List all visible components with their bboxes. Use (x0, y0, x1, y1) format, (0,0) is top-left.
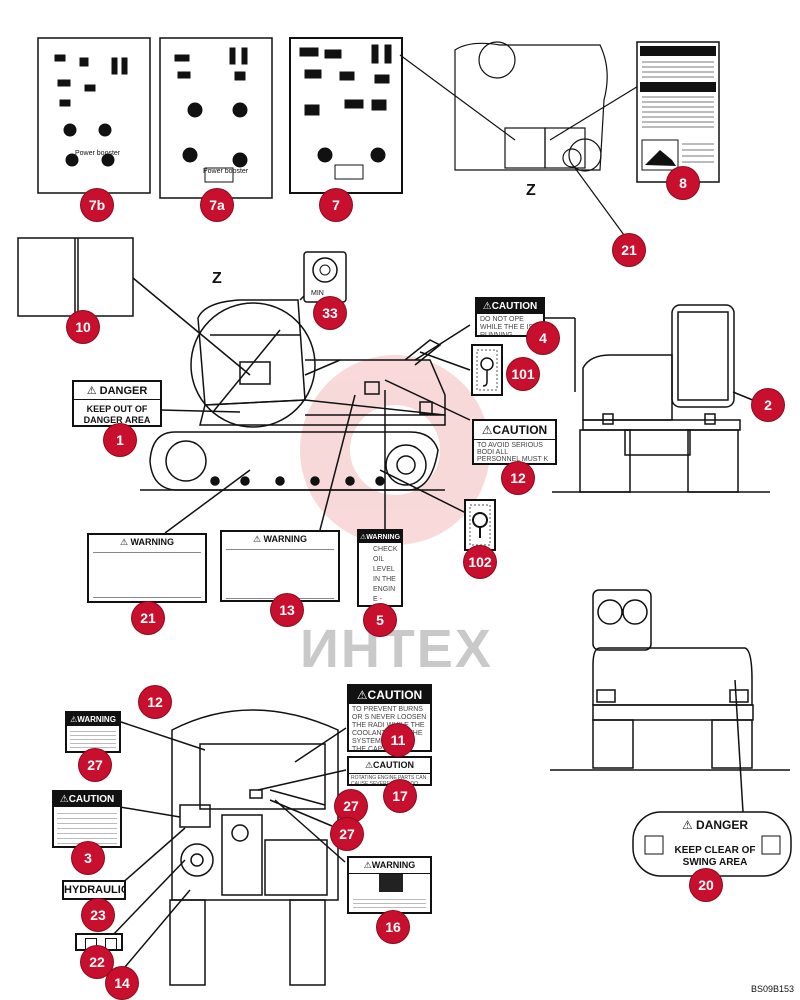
callout-102: 102 (464, 546, 496, 578)
warning-decal-16-head: ⚠WARNING (349, 858, 430, 874)
decal-101-hook (471, 344, 503, 396)
warning-decal-5-text: CHECK OIL LEVEL IN THE ENGINE -DAILY- (373, 546, 398, 603)
decal-10-panel (17, 237, 251, 376)
danger-decal-20-text: KEEP CLEAR OF SWING AREA (674, 845, 756, 868)
warning-decal-5: ⚠WARNING CHECK OIL LEVEL IN THE ENGINE -… (357, 529, 403, 607)
caution-decal-12: ⚠CAUTION TO AVOID SERIOUS BODI ALL PERSO… (472, 419, 557, 465)
min-mark: MIN (311, 290, 324, 297)
caution-decal-12-text: TO AVOID SERIOUS BODI ALL PERSONNEL MUST… (477, 442, 549, 463)
callout-4: 4 (527, 322, 559, 354)
hydraulic-decal-23: HYDRAULIC (62, 880, 126, 900)
callout-1: 1 (104, 424, 136, 456)
callout-10: 10 (67, 311, 99, 343)
warning-caution-decal-8 (636, 41, 720, 183)
callout-27-right-upper: 27 (335, 790, 367, 822)
power-booster-text-7b: Power booster (75, 150, 121, 157)
warning-decal-13-head: ⚠ WARNING (222, 532, 338, 547)
danger-decal-1-text: KEEP OUT OF DANGER AREA (83, 404, 151, 425)
drawing-code: BS09B153 (750, 984, 794, 994)
decal-sheet-7b (37, 37, 151, 194)
callout-2: 2 (752, 389, 784, 421)
callout-21-mid: 21 (132, 602, 164, 634)
decal-102-hook (464, 499, 496, 551)
callout-16: 16 (377, 911, 409, 943)
caution-decal-17: ⚠CAUTION ROTATING ENGINE PARTS CAN CAUSE… (347, 756, 432, 786)
callout-13: 13 (271, 594, 303, 626)
excavator-rear-view (550, 589, 790, 813)
caution-decal-4: ⚠CAUTION DO NOT OPE WHILE THE E IS RUNNI… (475, 297, 545, 337)
caution-decal-12-head: ⚠CAUTION (474, 421, 555, 440)
callout-33: 33 (314, 297, 346, 329)
callout-23: 23 (82, 899, 114, 931)
watermark-text: ИНТЕХ (300, 619, 493, 679)
callout-7b: 7b (81, 189, 113, 221)
warning-decal-5-head: ⚠WARNING (359, 531, 401, 543)
warning-decal-21: ⚠ WARNING (87, 533, 207, 603)
warning-decal-27: ⚠WARNING (65, 711, 121, 753)
view-tag-z-mid: Z (212, 270, 222, 287)
callout-27-left: 27 (79, 749, 111, 781)
excavator-top-rear-view (109, 709, 347, 986)
callout-7: 7 (320, 189, 352, 221)
danger-decal-1: ⚠ DANGER KEEP OUT OF DANGER AREA (72, 380, 162, 427)
callout-17: 17 (384, 780, 416, 812)
callout-14: 14 (106, 967, 138, 999)
danger-decal-1-head: ⚠ DANGER (74, 382, 160, 400)
callout-101: 101 (507, 358, 539, 390)
decal-sheet-7 (289, 37, 403, 194)
warning-decal-27-head: ⚠WARNING (67, 713, 119, 726)
callout-12-bottom: 12 (139, 686, 171, 718)
callout-20: 20 (690, 869, 722, 901)
callout-22: 22 (81, 946, 113, 978)
callout-27-right-lower: 27 (331, 818, 363, 850)
caution-decal-17-head: ⚠CAUTION (349, 758, 430, 774)
view-tag-z-top: Z (526, 182, 536, 199)
warning-decal-16: ⚠WARNING (347, 856, 432, 914)
hydraulic-decal-text: HYDRAULIC (64, 884, 126, 896)
callout-3: 3 (72, 842, 104, 874)
callout-12-mid: 12 (502, 462, 534, 494)
cab-view-z (399, 41, 641, 236)
excavator-side-view (140, 261, 576, 535)
warning-decal-21-head: ⚠ WARNING (89, 535, 205, 550)
callout-7a: 7a (201, 189, 233, 221)
caution-decal-3-head: ⚠CAUTION (54, 792, 120, 807)
danger-decal-20-head: ⚠ DANGER (681, 818, 749, 832)
caution-decal-4-head: ⚠CAUTION (477, 299, 543, 314)
power-booster-text-7a: Power booster (203, 168, 249, 175)
warning-decal-13: ⚠ WARNING (220, 530, 340, 602)
callout-8: 8 (667, 167, 699, 199)
caution-decal-4-text: DO NOT OPE WHILE THE E IS RUNNING (480, 316, 534, 337)
watermark-logo (300, 355, 490, 545)
caution-decal-11-head: ⚠CAUTION (349, 686, 430, 704)
callout-5: 5 (364, 604, 396, 636)
caution-decal-17-text: ROTATING ENGINE PARTS CAN CAUSE SEVERE I… (351, 775, 427, 786)
callout-21-top: 21 (613, 234, 645, 266)
excavator-rear-right-view (552, 304, 770, 493)
caution-decal-3: ⚠CAUTION (52, 790, 122, 848)
callout-11: 11 (382, 724, 414, 756)
